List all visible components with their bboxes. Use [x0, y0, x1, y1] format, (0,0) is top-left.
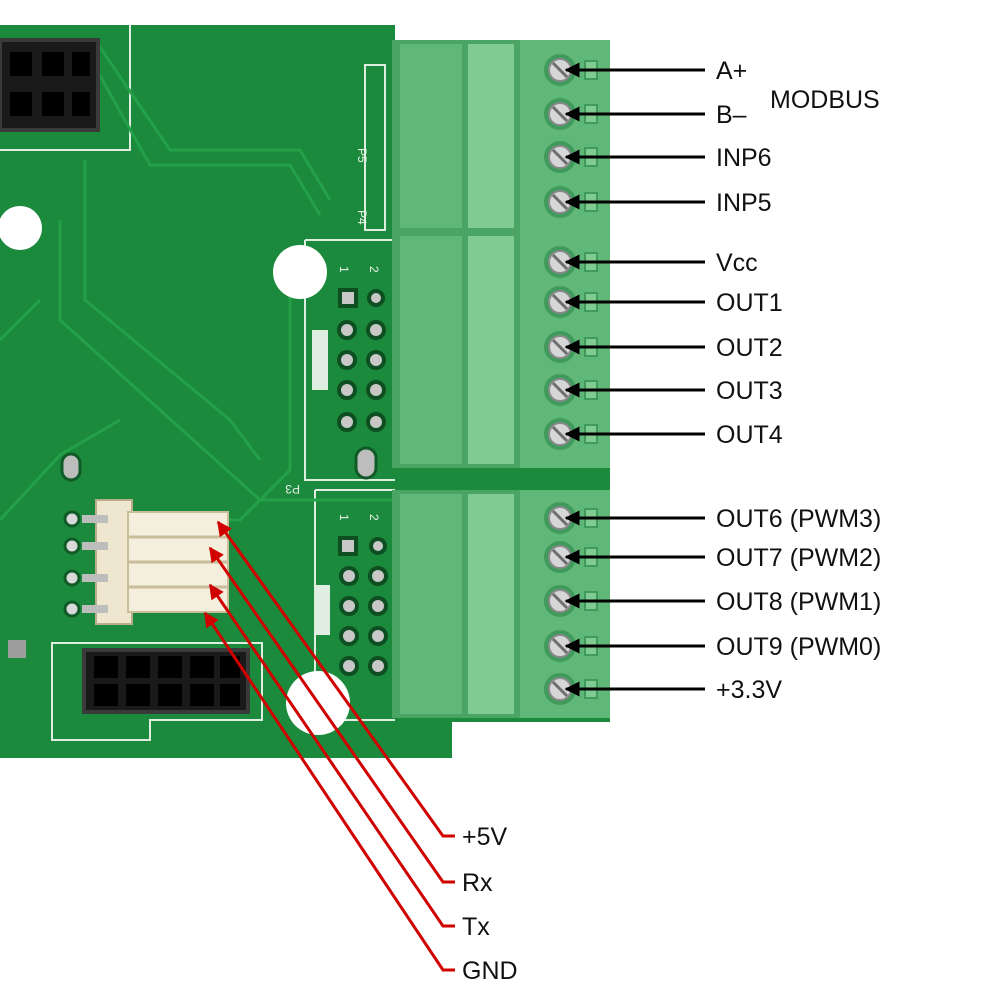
silk-label-p3: P3 [285, 482, 300, 496]
uart-solder-pad [63, 600, 81, 618]
uart-pin-arrow [216, 520, 455, 838]
silkscreen-outline [0, 25, 395, 741]
mounting-hole [0, 206, 42, 250]
silk-label-pin2: 2 [367, 266, 381, 273]
pin-label: INP6 [716, 144, 772, 172]
terminal-plug-face [400, 44, 462, 228]
pin-label: OUT1 [716, 289, 783, 317]
pin-label: OUT3 [716, 377, 783, 405]
pin-label: OUT7 (PWM2) [716, 544, 881, 572]
silk-label-pin1: 1 [337, 266, 351, 273]
smd-pad [60, 452, 82, 482]
pin-label: OUT2 [716, 334, 783, 362]
terminal-block-middle [392, 232, 610, 468]
silkscreen-bar [316, 585, 330, 635]
silk-label-p5: P5 [355, 148, 369, 163]
terminal-plug-face [400, 494, 462, 714]
terminal-blocks-layer [392, 40, 610, 718]
smd-pad [354, 446, 378, 480]
silk-label-pin1: 1 [337, 514, 351, 521]
silk-label-pin2: 2 [367, 514, 381, 521]
pin-header-bottom-left [82, 648, 250, 714]
pin-label: OUT9 (PWM0) [716, 633, 881, 661]
uart-pin-label: GND [462, 957, 518, 985]
silk-label-p4: P4 [355, 210, 369, 225]
pin-label: +3.3V [716, 676, 782, 704]
terminal-plug-ridge [468, 236, 514, 464]
modbus-group-label: MODBUS [770, 86, 880, 114]
uart-pin-arrow [208, 583, 455, 928]
uart-solder-pad [63, 537, 81, 555]
pin-label: Vcc [716, 249, 758, 277]
jumper-pads-p5 [338, 536, 388, 676]
pin-label: A+ [716, 57, 747, 85]
pin-label: OUT6 (PWM3) [716, 505, 881, 533]
pin-label: INP5 [716, 189, 772, 217]
terminal-block-bottom [392, 490, 610, 718]
uart-pin-label: +5V [462, 823, 508, 851]
terminal-plug-face [400, 236, 462, 464]
mounting-hole [273, 245, 327, 299]
pinout-arrows-layer [203, 62, 705, 972]
uart-solder-pad [63, 569, 81, 587]
smd-pad [8, 640, 26, 658]
uart-pin-label: Rx [462, 869, 493, 897]
uart-pin-label: Tx [462, 913, 490, 941]
uart-pin-arrow [203, 611, 455, 972]
uart-solder-pad [63, 510, 81, 528]
jumper-pads-p3 [337, 288, 386, 432]
copper-trace [0, 39, 450, 522]
pin-label: OUT8 (PWM1) [716, 588, 881, 616]
pin-label: OUT4 [716, 421, 783, 449]
terminal-plug-ridge [468, 494, 514, 714]
uart-pin-arrow [208, 546, 455, 884]
pin-label: B– [716, 101, 747, 129]
pin-header-top-left [0, 38, 100, 132]
terminal-plug-ridge [468, 44, 514, 228]
silkscreen-bar [312, 330, 328, 390]
